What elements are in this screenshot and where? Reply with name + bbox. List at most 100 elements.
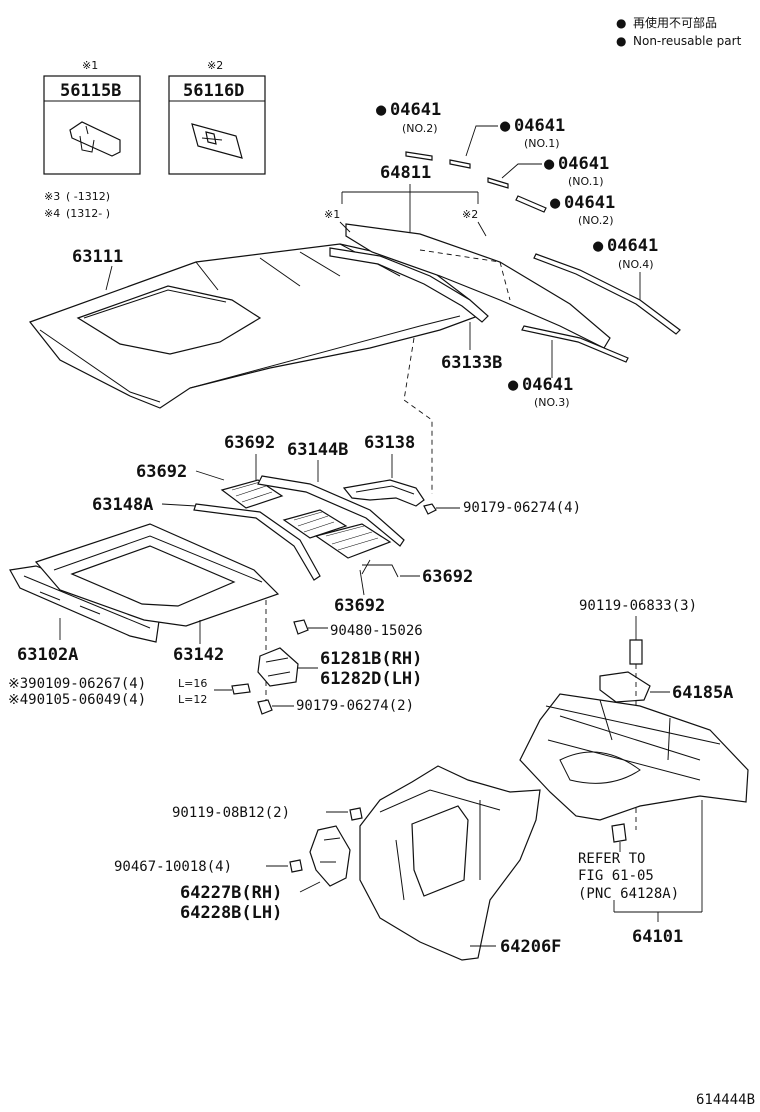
label-ref1-window: ※1	[324, 208, 340, 221]
clip-box-frame-2	[168, 75, 266, 175]
clip-ref-2: ※2	[207, 59, 223, 72]
seal-04641-no2-a[interactable]: ● 04641 (NO.2)	[376, 100, 441, 161]
bolt-90119-08B12[interactable]	[349, 807, 363, 821]
bullet-e: ●	[593, 236, 604, 256]
legend-symbol: ●	[616, 16, 626, 30]
label-90179-2: 90179-06274(2)	[296, 698, 414, 714]
label-04641-d-sub: (NO.2)	[578, 214, 614, 227]
note-4-text: (1312- )	[66, 207, 110, 220]
production-notes: ※3 ( -1312) ※4 (1312- )	[44, 190, 110, 220]
label-90109-length: L=16	[178, 677, 207, 690]
seal-04641-no4-e[interactable]: ● 04641 (NO.4)	[533, 236, 681, 335]
label-04641-a: 04641	[390, 100, 441, 120]
bolt-90109-90105[interactable]	[231, 683, 251, 695]
clip-56115B-icon	[69, 121, 121, 157]
label-63692-top: 63692	[224, 433, 275, 453]
label-04641-f-sub: (NO.3)	[534, 396, 570, 409]
label-90119-08B12: 90119-08B12(2)	[172, 805, 290, 821]
label-04641-b: 04641	[514, 116, 565, 136]
back-window-glass-64811[interactable]	[345, 223, 611, 349]
label-90119-3: 90119-06833(3)	[579, 598, 697, 614]
label-63102A: 63102A	[17, 645, 78, 665]
clip-box-frame	[43, 75, 141, 175]
clip-ref-1: ※1	[82, 59, 98, 72]
label-61281B: 61281B(RH)	[320, 649, 422, 669]
clip-box-56115B[interactable]: ※1 56115B	[43, 59, 141, 175]
seal-piece-a	[405, 151, 433, 161]
refer-to-line-3[interactable]: (PNC 64128A)	[578, 886, 679, 902]
bracket-63138[interactable]	[342, 479, 425, 507]
label-63142: 63142	[173, 645, 224, 665]
label-90109: ※390109-06267(4)	[8, 676, 146, 692]
legend-en: Non-reusable part	[633, 34, 742, 48]
label-90467: 90467-10018(4)	[114, 859, 232, 875]
label-04641-c-sub: (NO.1)	[568, 175, 604, 188]
clip-64128A[interactable]	[611, 823, 627, 843]
label-64206F: 64206F	[500, 937, 561, 957]
label-04641-d: 04641	[564, 193, 615, 213]
roof-rail-63133B[interactable]	[329, 247, 489, 323]
label-63138: 63138	[364, 433, 415, 453]
label-90179-4: 90179-06274(4)	[463, 500, 581, 516]
bullet-b: ●	[500, 116, 511, 136]
reinforcement-63144B[interactable]	[257, 475, 405, 547]
label-04641-a-sub: (NO.2)	[402, 122, 438, 135]
refer-to-line-2[interactable]: FIG 61-05	[578, 868, 654, 884]
bracket-64227B-64228B[interactable]	[309, 825, 351, 887]
bullet-f: ●	[508, 375, 519, 395]
seal-piece-c	[487, 177, 509, 189]
label-61282D: 61282D(LH)	[320, 669, 422, 689]
label-63133B: 63133B	[441, 353, 502, 373]
label-04641-b-sub: (NO.1)	[524, 137, 560, 150]
note-3-text: ( -1312)	[66, 190, 110, 203]
insulator-pad-63692-b[interactable]	[282, 509, 348, 539]
insulator-pad-63692-a[interactable]	[220, 479, 284, 509]
nut-90480[interactable]	[293, 619, 309, 635]
clip-90467[interactable]	[289, 859, 303, 873]
legend-jp: 再使用不可部品	[633, 15, 717, 30]
label-63148A: 63148A	[92, 495, 153, 515]
bracket-64185A[interactable]	[599, 671, 651, 703]
seal-piece-b	[449, 159, 471, 169]
label-63692-right: 63692	[422, 567, 473, 587]
label-90480: 90480-15026	[330, 623, 423, 639]
label-04641-c: 04641	[558, 154, 609, 174]
sunroof-frame-63142[interactable]	[34, 523, 280, 627]
label-64227B: 64227B(RH)	[180, 883, 282, 903]
label-64185A: 64185A	[672, 683, 733, 703]
label-63692-bottom: 63692	[334, 596, 385, 616]
nut-90179-b[interactable]	[257, 699, 273, 715]
note-3-ref: ※3	[44, 190, 60, 203]
nut-90179-a[interactable]	[423, 503, 437, 515]
label-64228B: 64228B(LH)	[180, 903, 282, 923]
clip-box-56116D[interactable]: ※2 56116D	[168, 59, 266, 175]
insulator-pad-63692-c[interactable]	[314, 523, 392, 559]
label-04641-f: 04641	[522, 375, 573, 395]
front-header-panel-63102A[interactable]	[9, 565, 161, 643]
reinforcement-63148A[interactable]	[193, 503, 321, 581]
bolt-90119-06833[interactable]	[629, 639, 643, 665]
seal-piece-f	[521, 325, 629, 363]
legend-symbol-2: ●	[616, 34, 626, 48]
clip-part-56116D: 56116D	[183, 81, 244, 101]
label-90105-length: L=12	[178, 693, 207, 706]
package-tray-64101[interactable]	[519, 693, 749, 821]
note-4-ref: ※4	[44, 207, 60, 220]
refer-to-line-1[interactable]: REFER TO	[578, 851, 645, 867]
label-ref2-window: ※2	[462, 208, 478, 221]
quarter-inner-panel-64206F[interactable]	[359, 765, 541, 961]
seal-04641-no2-d[interactable]: ● 04641 (NO.2)	[515, 193, 615, 227]
seal-04641-no1-c[interactable]: ● 04641 (NO.1)	[487, 154, 609, 189]
label-90105: ※490105-06049(4)	[8, 692, 146, 708]
label-63144B: 63144B	[287, 440, 348, 460]
diagram-code: 614444B	[696, 1092, 755, 1108]
legend: ● 再使用不可部品 ● Non-reusable part	[616, 15, 742, 48]
bracket-61281B-61282D[interactable]	[257, 647, 299, 687]
seal-04641-no1-b[interactable]: ● 04641 (NO.1)	[449, 116, 565, 169]
sunroof-opening	[76, 285, 262, 355]
bullet-a: ●	[376, 100, 387, 120]
seal-04641-no3-f[interactable]: ● 04641 (NO.3)	[508, 325, 629, 409]
roof-panel-63111[interactable]	[29, 243, 479, 409]
